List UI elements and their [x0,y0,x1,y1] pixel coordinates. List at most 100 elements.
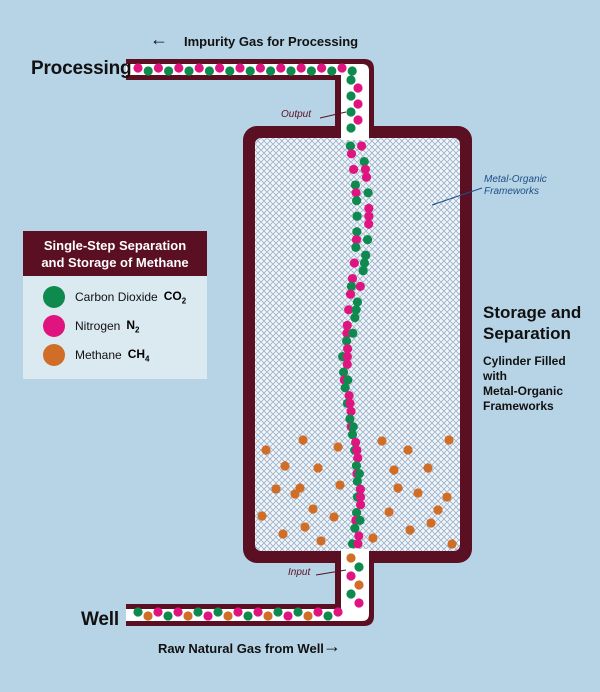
molecule [286,66,296,76]
molecule [257,511,267,521]
molecule [364,211,374,221]
cylinder-description: Cylinder Filled with Metal-Organic Frame… [483,354,566,413]
molecule [235,63,245,73]
molecule [447,539,457,549]
molecule [351,188,361,198]
molecule [213,607,223,617]
molecule [340,383,350,393]
molecule [345,398,355,408]
molecule [346,123,356,133]
storage-title: Storage and Separation [483,303,582,343]
molecule [316,536,326,546]
mof-label: Metal-Organic Frameworks [484,174,547,197]
impurity-gas-label: Impurity Gas for Processing [184,34,359,49]
molecule [133,607,143,617]
molecule [352,476,362,486]
molecule [389,465,399,475]
molecule [377,436,387,446]
molecule [333,607,343,617]
molecule [354,562,364,572]
gas-molecules [133,63,457,621]
molecule [347,66,357,76]
legend: Single-Step Separation and Storage of Me… [23,231,207,379]
molecule [255,63,265,73]
molecule [442,492,452,502]
legend-item-ch4: Methane CH4 [43,344,150,366]
well-label: Well [81,609,119,630]
molecule [359,157,369,167]
arrow-left-icon: ← [150,29,168,49]
molecule [352,445,362,455]
molecule [347,274,358,284]
molecule [345,289,356,299]
output-pointer [319,111,347,119]
molecule [349,164,359,174]
molecule [349,258,359,268]
molecule [276,63,286,73]
molecule [361,250,371,260]
molecule [368,533,378,543]
molecule [354,531,364,541]
molecule [283,611,293,621]
molecule [293,607,303,617]
molecule [353,83,363,93]
co2-dot-icon [43,286,65,308]
molecule [345,141,355,151]
molecule [306,66,316,76]
molecule [444,435,454,445]
molecule [245,66,255,76]
input-label: Input [288,567,311,578]
molecule [348,328,358,338]
output-label: Output [281,109,312,120]
molecule [357,141,367,151]
molecule [335,480,345,490]
ch4-dot-icon [43,344,65,366]
molecule [384,507,394,517]
molecule [352,297,363,307]
molecule [348,422,358,432]
molecule [184,66,194,76]
molecule [353,99,363,109]
molecule [153,63,163,73]
molecule [359,258,370,268]
molecule [353,115,363,125]
molecule [298,435,308,445]
molecule [433,505,443,515]
molecule [353,453,363,463]
molecule [354,598,364,608]
input-pointer [315,569,347,576]
molecule [313,607,323,617]
molecule [327,66,337,76]
molecule [354,580,364,590]
molecule [164,66,174,76]
molecule [163,611,173,621]
molecule [346,149,357,159]
molecule [266,66,276,76]
molecule [273,607,283,617]
molecule [346,571,356,581]
molecule [352,227,362,237]
molecule [344,305,354,315]
molecule [280,461,290,471]
molecule [271,484,281,494]
molecule [413,488,423,498]
molecule [225,66,235,76]
molecule [350,523,360,533]
molecule [183,611,193,621]
output-pipe [126,59,374,133]
molecule [423,463,433,473]
molecule [215,63,225,73]
molecule [403,445,413,455]
molecule [296,63,306,73]
molecule [346,75,356,85]
molecule [364,219,374,229]
molecule [355,500,366,510]
molecule [303,611,313,621]
molecule [351,242,361,252]
raw-gas-label: Raw Natural Gas from Well [158,641,324,656]
molecule [143,66,153,76]
molecule [243,611,253,621]
molecule [351,461,362,471]
molecule [360,164,371,174]
